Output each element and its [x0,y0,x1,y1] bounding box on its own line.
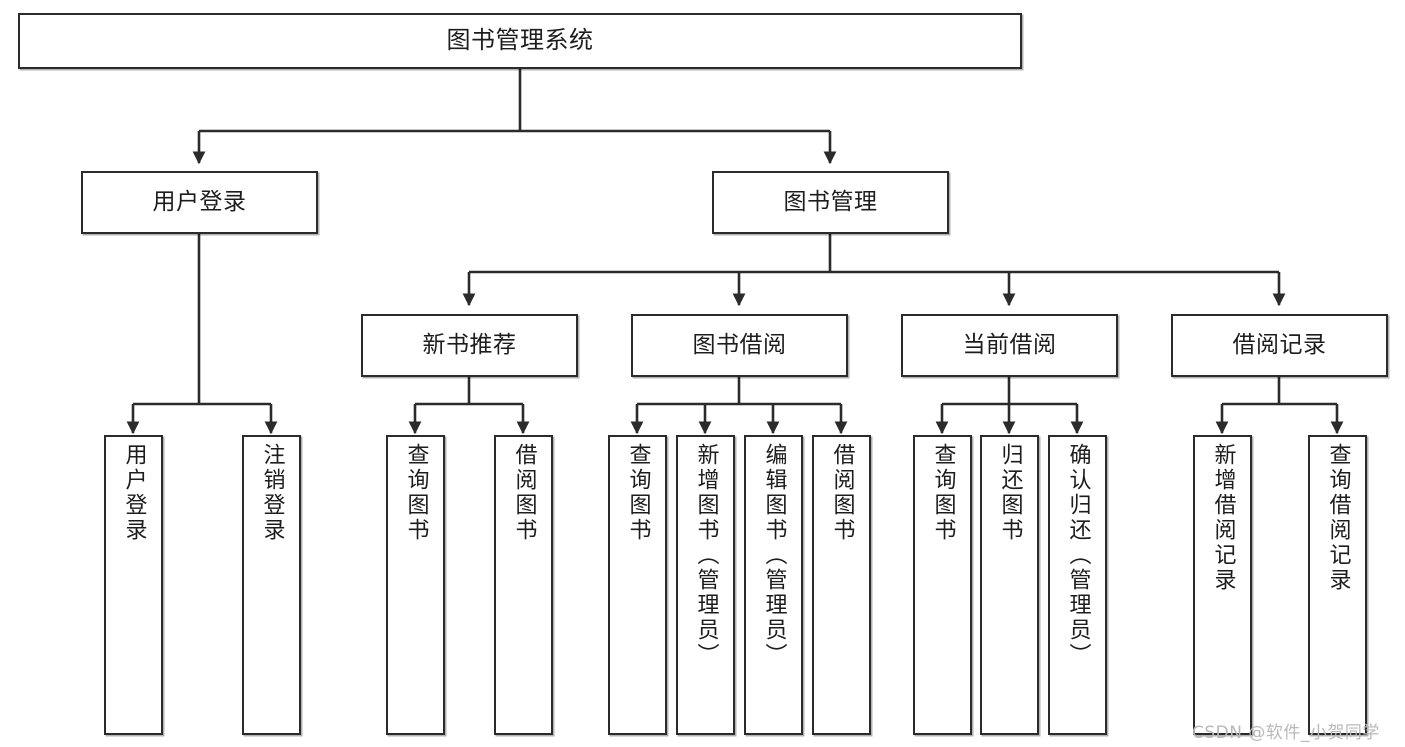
node-leaf-borrow-search-book[interactable]: 查询图书 [608,435,667,735]
node-label: 图书借阅 [692,332,787,359]
node-leaf-record-search-record[interactable]: 查询借阅记录 [1308,435,1367,735]
node-label: 查询借阅记录 [1325,443,1351,593]
node-label: 借阅图书 [829,443,855,543]
node-label: 确认归还（管理员） [1065,443,1091,668]
node-label: 查询图书 [930,443,956,543]
node-label: 查询图书 [625,443,651,543]
node-book-management[interactable]: 图书管理 [712,171,949,234]
node-leaf-current-confirm-return[interactable]: 确认归还（管理员） [1048,435,1107,735]
node-leaf-borrow-borrow-book[interactable]: 借阅图书 [812,435,871,735]
node-label: 查询图书 [403,443,429,543]
node-label: 新增借阅记录 [1210,443,1236,593]
node-label: 借阅记录 [1232,332,1327,359]
node-label: 编辑图书（管理员） [761,443,787,668]
node-leaf-recommend-search-book[interactable]: 查询图书 [386,435,445,735]
node-label: 新增图书（管理员） [693,443,719,668]
node-label: 借阅图书 [511,443,537,543]
node-leaf-current-search-book[interactable]: 查询图书 [913,435,972,735]
node-label: 新书推荐 [422,332,517,359]
node-current-borrow[interactable]: 当前借阅 [901,314,1118,377]
node-new-book-recommend[interactable]: 新书推荐 [361,314,578,377]
node-leaf-borrow-edit-book[interactable]: 编辑图书（管理员） [744,435,803,735]
node-label: 注销登录 [259,443,285,543]
node-book-borrow[interactable]: 图书借阅 [631,314,848,377]
node-borrow-record[interactable]: 借阅记录 [1171,314,1388,377]
node-leaf-user-login-logout[interactable]: 注销登录 [242,435,301,735]
node-leaf-recommend-borrow-book[interactable]: 借阅图书 [494,435,553,735]
node-label: 图书管理 [783,189,878,216]
node-leaf-user-login-login[interactable]: 用户登录 [104,435,163,735]
node-label: 用户登录 [152,189,247,216]
node-user-login[interactable]: 用户登录 [81,171,318,234]
node-root-book-management-system[interactable]: 图书管理系统 [18,13,1022,69]
node-label: 归还图书 [997,443,1023,543]
node-label: 图书管理系统 [446,26,594,55]
node-leaf-borrow-add-book[interactable]: 新增图书（管理员） [676,435,735,735]
node-leaf-record-add-record[interactable]: 新增借阅记录 [1193,435,1252,735]
node-label: 用户登录 [121,443,147,543]
node-label: 当前借阅 [962,332,1057,359]
node-leaf-current-return-book[interactable]: 归还图书 [980,435,1039,735]
csdn-watermark: CSDN @软件_小贺同学 [1192,723,1380,743]
